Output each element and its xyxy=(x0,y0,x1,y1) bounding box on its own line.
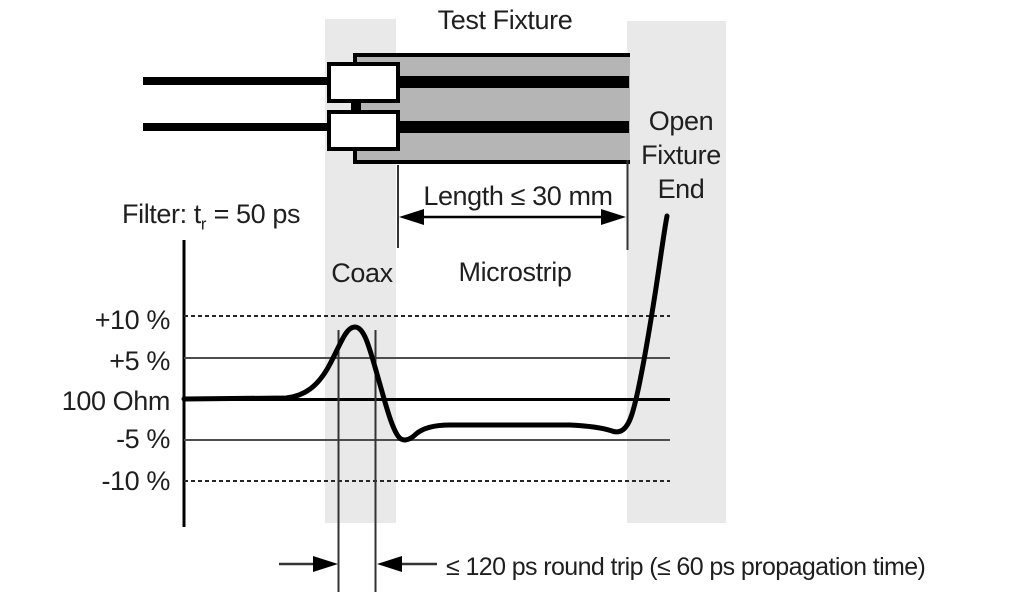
round-trip-arrowhead-left xyxy=(313,556,338,572)
filter-risetime-label: Filter: tr = 50 ps xyxy=(122,197,301,241)
y-axis-label-plus10: +10 % xyxy=(94,305,171,335)
length-dim-arrowhead-left xyxy=(399,209,424,225)
coax-cable-bottom xyxy=(143,123,330,131)
length-dim-arrowhead-right xyxy=(601,209,626,225)
open-fixture-end-line2: Fixture xyxy=(641,140,721,170)
connector-bottom xyxy=(327,110,400,151)
connector-top xyxy=(327,62,400,103)
microstrip-region-label: Microstrip xyxy=(458,257,572,287)
y-axis-label-minus10: -10 % xyxy=(101,466,170,496)
pcb-trace-bottom xyxy=(357,121,629,133)
round-trip-annotation: ≤ 120 ps round trip (≤ 60 ps propagation… xyxy=(446,553,926,581)
coax-cable-top xyxy=(143,77,330,85)
round-trip-arrowhead-right xyxy=(377,556,402,572)
connector-joint xyxy=(351,100,361,112)
coax-region-label: Coax xyxy=(331,258,393,288)
filter-label-prefix: Filter: t xyxy=(122,199,201,229)
open-fixture-end-label: Open Fixture End xyxy=(633,104,729,206)
y-axis-label-100ohm: 100 Ohm xyxy=(61,386,171,416)
length-dimension-label: Length ≤ 30 mm xyxy=(423,181,613,211)
filter-label-subscript: r xyxy=(200,214,207,234)
open-fixture-end-line1: Open xyxy=(648,106,714,136)
figure-title: Test Fixture xyxy=(437,5,573,35)
open-fixture-end-line3: End xyxy=(657,174,705,204)
pcb-trace-top xyxy=(357,76,629,88)
filter-label-suffix: = 50 ps xyxy=(206,199,301,229)
y-axis-label-minus5: -5 % xyxy=(116,424,170,454)
y-axis-label-plus5: +5 % xyxy=(109,346,170,376)
tdr-impedance-curve xyxy=(181,213,670,443)
